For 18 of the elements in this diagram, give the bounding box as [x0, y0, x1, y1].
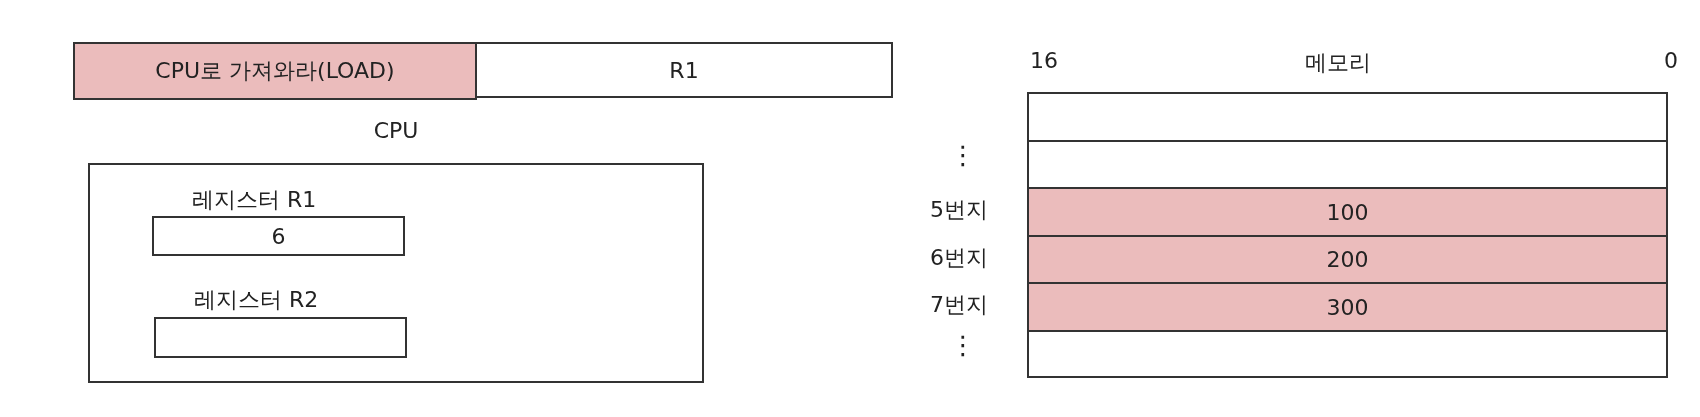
address-label: 5번지 — [930, 196, 988, 224]
cpu-box — [88, 163, 704, 383]
memory-heading: 메모리 — [1305, 49, 1371, 77]
memory-cell: 100 — [1027, 187, 1668, 235]
bit-number: 16 — [1030, 48, 1058, 73]
memory-cell: 300 — [1027, 282, 1668, 330]
ellipsis: ⋮ — [950, 140, 976, 170]
address-label: 6번지 — [930, 243, 988, 272]
bit-number: 0 — [1664, 48, 1678, 73]
opcode-field: CPU로 가져와라(LOAD) — [73, 42, 477, 100]
cpu-heading: CPU — [372, 118, 420, 145]
memory-cell: 200 — [1027, 234, 1668, 283]
register-label: 레지스터 R2 — [194, 286, 319, 314]
register-box: 6 — [152, 216, 405, 256]
address-label: 7번지 — [930, 291, 988, 319]
ellipsis: ⋮ — [950, 330, 976, 360]
operand-field: R1 — [475, 42, 893, 98]
register-label: 레지스터 R1 — [192, 186, 317, 214]
